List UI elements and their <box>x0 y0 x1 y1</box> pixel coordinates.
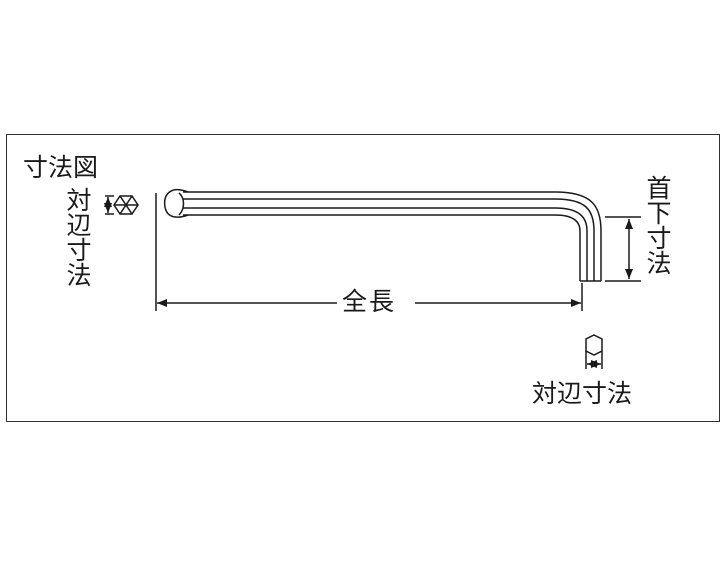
left-across-flats-label: 対辺寸法 <box>63 187 92 287</box>
ball-end <box>163 188 189 218</box>
hex-profile-left-icon <box>104 195 139 215</box>
total-length-label: 全長 <box>342 287 397 316</box>
neck-length-label: 首下寸法 <box>643 175 672 275</box>
hex-key-wrench <box>163 188 602 282</box>
hex-profile-bottom-icon <box>585 334 603 369</box>
total-length-dimension <box>155 193 583 311</box>
diagram-title: 寸法図 <box>23 153 99 182</box>
bottom-across-flats-label: 対辺寸法 <box>532 379 633 408</box>
dimension-drawing <box>104 188 641 369</box>
diagram-frame: 寸法図 対辺寸法 全長 首下寸法 対辺寸法 <box>6 134 720 422</box>
neck-length-dimension <box>605 216 641 282</box>
